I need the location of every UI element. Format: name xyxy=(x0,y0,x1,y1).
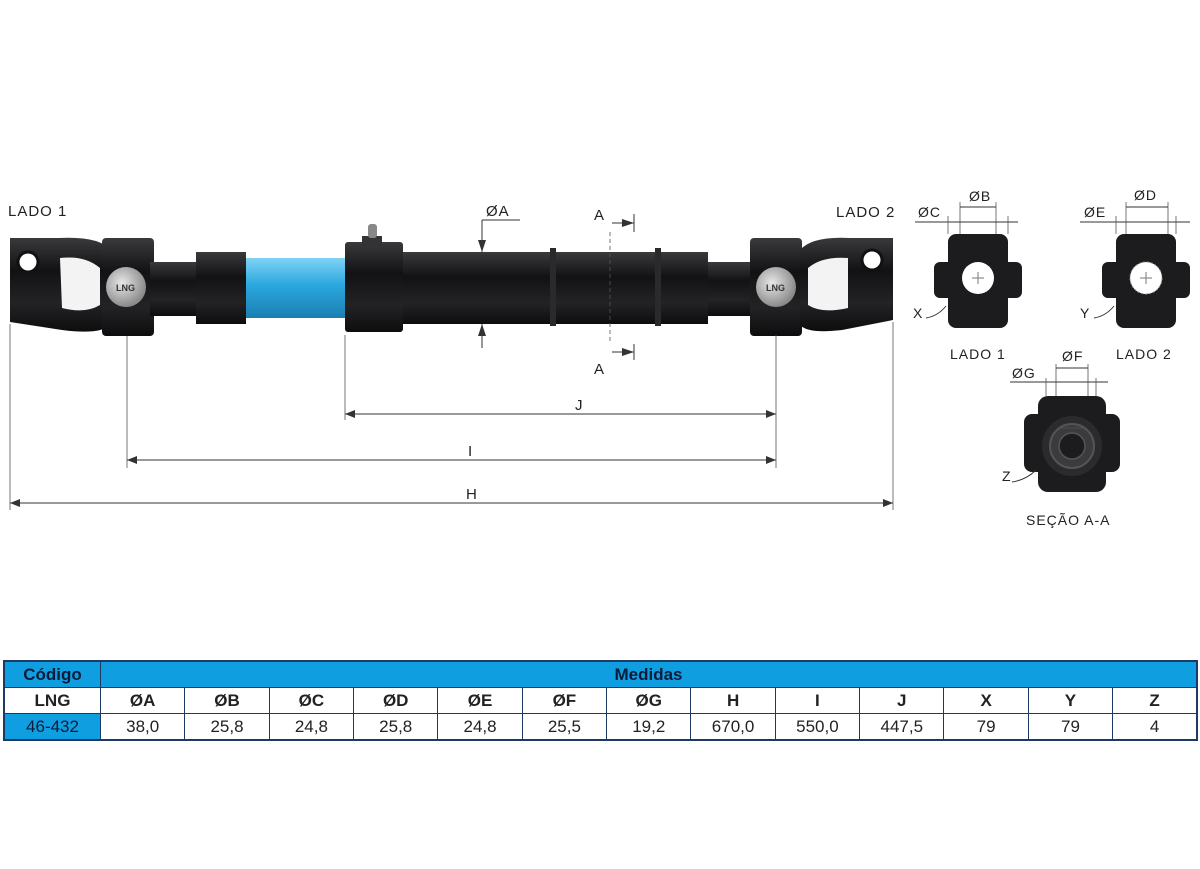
val-y: 79 xyxy=(1027,713,1114,741)
val-h: 670,0 xyxy=(690,713,776,741)
x-label: X xyxy=(913,305,923,321)
left-cap-brand: LNG xyxy=(116,283,135,293)
dim-h-label: H xyxy=(466,486,478,503)
table-row: 46-432 38,0 25,8 24,8 25,8 24,8 25,5 19,… xyxy=(3,713,1198,741)
col-b: ØB xyxy=(184,687,270,714)
left-cross-cap xyxy=(106,267,146,307)
lado1-label: LADO 1 xyxy=(8,203,67,220)
col-i: I xyxy=(774,687,861,714)
dim-c-label: ØC xyxy=(918,204,941,220)
lado1-view-label: LADO 1 xyxy=(950,346,1006,362)
col-c: ØC xyxy=(268,687,355,714)
dim-e-label: ØE xyxy=(1084,204,1106,220)
section-marker: A A xyxy=(594,207,635,378)
dim-f-label: ØF xyxy=(1062,348,1083,364)
col-g: ØG xyxy=(606,687,692,714)
dim-b-label: ØB xyxy=(969,188,991,204)
lado2-label: LADO 2 xyxy=(836,204,895,221)
lado2-view-label: LADO 2 xyxy=(1116,346,1172,362)
outer-tube-collar xyxy=(345,242,403,332)
code-sub-header: LNG xyxy=(3,687,101,714)
val-i: 550,0 xyxy=(774,713,861,741)
val-g: 19,2 xyxy=(606,713,692,741)
col-f: ØF xyxy=(521,687,608,714)
grease-fitting xyxy=(368,224,377,238)
col-a: ØA xyxy=(99,687,186,714)
val-c: 24,8 xyxy=(268,713,355,741)
val-z: 4 xyxy=(1112,713,1198,741)
dim-a-label: ØA xyxy=(486,203,510,220)
col-e: ØE xyxy=(437,687,523,714)
dim-g-label: ØG xyxy=(1012,365,1036,381)
val-x: 79 xyxy=(943,713,1029,741)
col-y: Y xyxy=(1027,687,1114,714)
col-x: X xyxy=(943,687,1029,714)
measures-header: Medidas xyxy=(100,660,1198,688)
code-header: Código xyxy=(3,660,101,688)
section-aa-view: ØF ØG Z SEÇÃO A-A xyxy=(1002,348,1120,528)
shaft-assembly: LNG LNG xyxy=(10,224,893,336)
val-a: 38,0 xyxy=(99,713,186,741)
lado2-end-view: ØD ØE Y LADO 2 xyxy=(1080,187,1190,362)
col-h: H xyxy=(690,687,776,714)
blue-tube xyxy=(246,258,346,318)
lado1-end-view: ØB ØC X LADO 1 xyxy=(913,188,1022,362)
product-code: 46-432 xyxy=(3,713,101,741)
val-j: 447,5 xyxy=(859,713,945,741)
dim-h: H xyxy=(10,486,893,507)
right-yoke-hole xyxy=(860,248,884,272)
right-cap-brand: LNG xyxy=(766,283,785,293)
table-header-row: Código Medidas xyxy=(3,660,1198,688)
val-d: 25,8 xyxy=(353,713,439,741)
y-label: Y xyxy=(1080,305,1090,321)
right-cross-cap xyxy=(756,267,796,307)
val-f: 25,5 xyxy=(521,713,608,741)
z-label: Z xyxy=(1002,468,1012,484)
left-yoke-hole xyxy=(16,250,40,274)
shaft-drawing: LNG LNG LADO 1 LADO 2 ØA A xyxy=(8,187,1190,528)
dim-d-label: ØD xyxy=(1134,187,1157,203)
table-columns-row: LNG ØA ØB ØC ØD ØE ØF ØG H I J X Y Z xyxy=(3,687,1198,714)
dim-a: ØA xyxy=(478,203,520,348)
dim-i-label: I xyxy=(468,443,473,460)
spec-table: Código Medidas LNG ØA ØB ØC ØD ØE ØF ØG … xyxy=(3,660,1198,741)
section-a-bottom: A xyxy=(594,361,605,378)
col-z: Z xyxy=(1112,687,1198,714)
val-e: 24,8 xyxy=(437,713,523,741)
val-b: 25,8 xyxy=(184,713,270,741)
section-aa-title: SEÇÃO A-A xyxy=(1026,512,1110,528)
dim-j-label: J xyxy=(575,397,584,414)
dim-j: J xyxy=(345,397,776,418)
col-j: J xyxy=(859,687,945,714)
dim-i: I xyxy=(127,443,776,464)
section-a-top: A xyxy=(594,207,605,224)
col-d: ØD xyxy=(353,687,439,714)
